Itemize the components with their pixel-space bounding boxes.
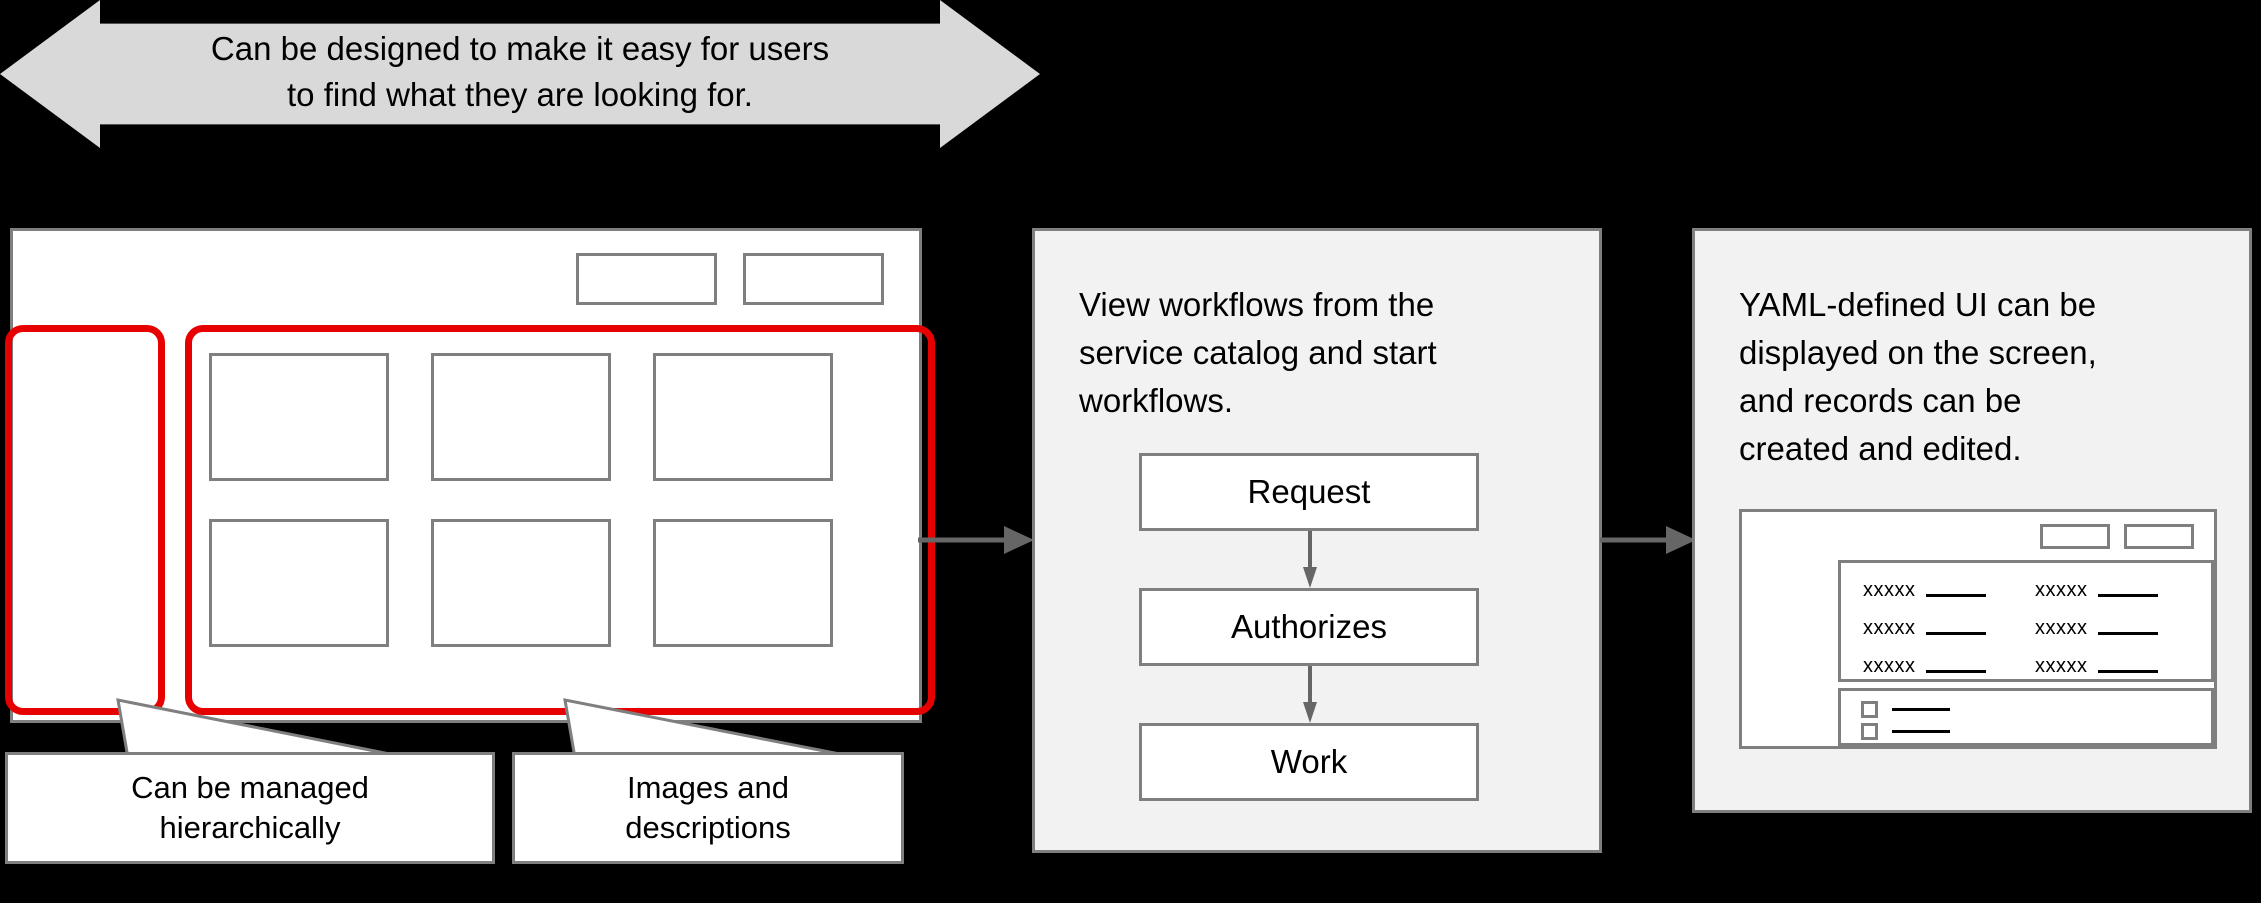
flow-step-work: Work <box>1139 723 1479 801</box>
flow-step-request: Request <box>1139 453 1479 531</box>
catalog-card[interactable] <box>209 353 389 481</box>
record-checkbox-row[interactable] <box>1861 701 1950 718</box>
checkbox-label-line <box>1892 730 1950 733</box>
record-field: xxxxx <box>2035 617 2193 640</box>
record-field-input-line[interactable] <box>1925 632 1986 635</box>
record-field-input-line[interactable] <box>1925 670 1986 673</box>
record-field-label: xxxxx <box>1863 655 1916 677</box>
panel-yaml-ui: YAML-defined UI can be displayed on the … <box>1692 228 2252 813</box>
record-field-label: xxxxx <box>1863 579 1916 601</box>
catalog-card[interactable] <box>653 519 833 647</box>
card-grid-highlight <box>185 325 935 715</box>
banner-text: Can be designed to make it easy for user… <box>210 30 830 113</box>
record-field: xxxxx <box>1863 617 2021 640</box>
workflow-to-yaml-arrow <box>1600 526 1696 554</box>
record-field-input-line[interactable] <box>2097 632 2158 635</box>
record-field: xxxxx <box>1863 655 2021 678</box>
checkbox-icon[interactable] <box>1861 723 1878 740</box>
flow-step-work-label: Work <box>1270 743 1348 780</box>
flow-arrow-request-to-authorizes <box>1303 531 1317 588</box>
record-field-input-line[interactable] <box>2097 594 2158 597</box>
panel-workflow-text: View workflows from the service catalog … <box>1079 286 1437 419</box>
record-field-row: xxxxx xxxxx <box>1863 617 2193 640</box>
catalog-card[interactable] <box>431 353 611 481</box>
record-checkbox-row[interactable] <box>1861 723 1950 740</box>
catalog-card[interactable] <box>653 353 833 481</box>
record-field-label: xxxxx <box>2035 579 2088 601</box>
callout-images-label: Images and descriptions <box>625 770 791 845</box>
record-field: xxxxx <box>2035 579 2193 602</box>
record-field-label: xxxxx <box>1863 617 1916 639</box>
catalog-to-workflow-arrow <box>918 526 1034 554</box>
banner-arrow-shape <box>0 0 1040 148</box>
record-field-label: xxxxx <box>2035 655 2088 677</box>
callout-can-be-managed-hierarchically: Can be managed hierarchically <box>5 752 495 864</box>
flow-step-authorizes-label: Authorizes <box>1231 608 1387 645</box>
catalog-card[interactable] <box>209 519 389 647</box>
flow-step-request-label: Request <box>1247 473 1371 510</box>
record-field: xxxxx <box>2035 655 2193 678</box>
flow-step-authorizes: Authorizes <box>1139 588 1479 666</box>
banner-double-arrow: Can be designed to make it easy for user… <box>0 0 1040 148</box>
checkbox-icon[interactable] <box>1861 701 1878 718</box>
record-field-input-line[interactable] <box>2097 670 2158 673</box>
record-header-button-2[interactable] <box>2124 524 2194 549</box>
catalog-card[interactable] <box>431 519 611 647</box>
record-header-button-1[interactable] <box>2040 524 2110 549</box>
catalog-card-grid <box>209 353 909 693</box>
checkbox-label-line <box>1892 708 1950 711</box>
record-form-wireframe: xxxxx xxxxx xxxxx xxxxx <box>1739 509 2217 749</box>
catalog-header-button-2[interactable] <box>743 253 884 305</box>
record-field: xxxxx <box>1863 579 2021 602</box>
record-field-row: xxxxx xxxxx <box>1863 579 2193 602</box>
record-field-label: xxxxx <box>2035 617 2088 639</box>
panel-workflow: View workflows from the service catalog … <box>1032 228 1602 853</box>
service-catalog-wireframe <box>5 228 935 723</box>
images-callout-tail <box>563 698 861 760</box>
flow-arrow-authorizes-to-work <box>1303 666 1317 723</box>
callout-hierarchy-label: Can be managed hierarchically <box>131 770 369 845</box>
callout-tails <box>116 698 861 760</box>
record-field-group: xxxxx xxxxx xxxxx xxxxx <box>1838 560 2214 682</box>
record-field-row: xxxxx xxxxx <box>1863 655 2193 678</box>
sidebar-hierarchy-highlight <box>5 325 165 715</box>
callout-images-and-descriptions: Images and descriptions <box>512 752 904 864</box>
hierarchy-callout-tail <box>116 698 411 760</box>
catalog-topbar <box>13 231 919 327</box>
catalog-header-button-1[interactable] <box>576 253 717 305</box>
record-checkbox-group <box>1838 688 2214 746</box>
panel-yaml-text: YAML-defined UI can be displayed on the … <box>1739 286 2097 467</box>
record-field-input-line[interactable] <box>1925 594 1986 597</box>
